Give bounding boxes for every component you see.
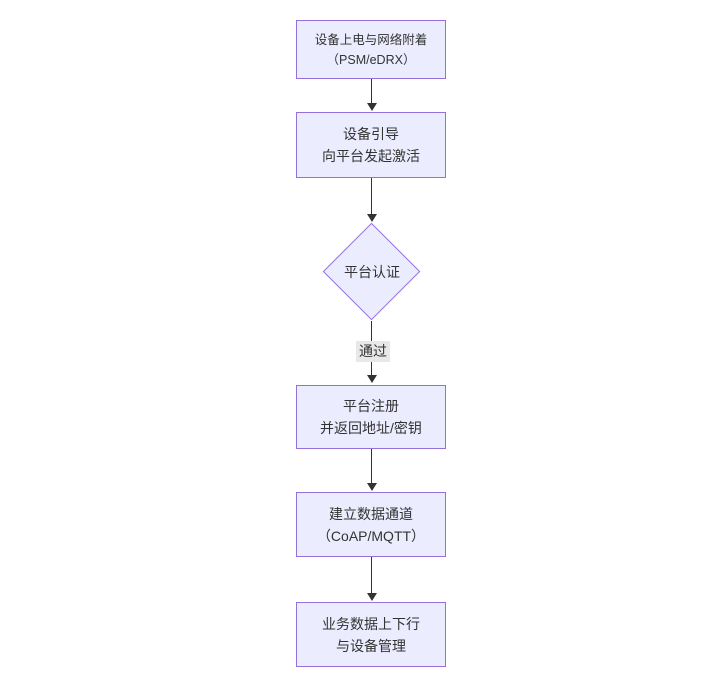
node-power-attach-line2: （PSM/eDRX） xyxy=(326,52,416,67)
node-registration-line1: 平台注册 xyxy=(343,398,399,414)
edge-line-5 xyxy=(371,557,372,595)
arrow-down-icon xyxy=(367,593,377,601)
node-bootstrap-line1: 设备引导 xyxy=(343,126,399,142)
arrow-down-icon xyxy=(367,214,377,222)
arrow-down-icon xyxy=(367,483,377,491)
node-power-attach: 设备上电与网络附着 （PSM/eDRX） xyxy=(296,20,446,79)
edge-line-2 xyxy=(371,178,372,216)
node-bootstrap-line2: 向平台发起激活 xyxy=(322,148,420,164)
node-power-attach-line1: 设备上电与网络附着 xyxy=(314,32,428,47)
node-registration-line2: 并返回地址/密钥 xyxy=(320,420,422,436)
arrow-down-icon xyxy=(367,375,377,383)
node-platform-auth-label: 平台认证 xyxy=(344,264,400,280)
edge-line-1 xyxy=(371,79,372,105)
node-data-channel: 建立数据通道 （CoAP/MQTT） xyxy=(296,492,446,557)
arrow-down-icon xyxy=(367,103,377,111)
edge-label-pass: 通过 xyxy=(356,341,390,362)
node-data-channel-line2: （CoAP/MQTT） xyxy=(316,527,426,544)
node-data-channel-line1: 建立数据通道 xyxy=(329,505,413,522)
node-business-data-line1: 业务数据上下行 xyxy=(322,615,420,632)
node-bootstrap: 设备引导 向平台发起激活 xyxy=(296,112,446,178)
edge-line-4 xyxy=(371,449,372,485)
node-business-data: 业务数据上下行 与设备管理 xyxy=(296,602,446,667)
node-registration: 平台注册 并返回地址/密钥 xyxy=(296,385,446,449)
node-business-data-line2: 与设备管理 xyxy=(336,637,406,654)
